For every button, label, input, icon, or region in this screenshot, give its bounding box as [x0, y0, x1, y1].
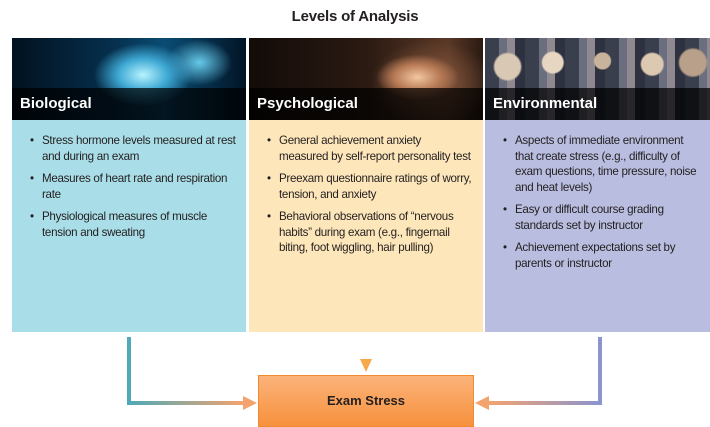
diagram-title: Levels of Analysis — [291, 8, 419, 25]
arrow-from-biological — [127, 337, 257, 410]
panel-label-environmental: Environmental — [485, 88, 710, 120]
brain-scan-photo: Biological — [12, 38, 246, 120]
list-item: Preexam questionnaire ratings of worry, … — [267, 171, 473, 202]
panel-environmental: Environmental Aspects of immediate envir… — [485, 38, 710, 332]
panel-body-biological: Stress hormone levels measured at rest a… — [12, 120, 246, 332]
measures-list: Stress hormone levels measured at rest a… — [30, 133, 236, 240]
panel-biological: Biological Stress hormone levels measure… — [12, 38, 246, 332]
arrow-icon — [243, 396, 257, 410]
list-item: Behavioral observations of “nervous habi… — [267, 209, 473, 256]
panel-label-psychological: Psychological — [249, 88, 483, 120]
list-item: Easy or difficult course grading standar… — [503, 202, 701, 233]
panel-body-psychological: General achievement anxiety measured by … — [249, 120, 483, 332]
measures-list: Aspects of immediate environment that cr… — [503, 133, 701, 271]
list-item: Stress hormone levels measured at rest a… — [30, 133, 236, 164]
list-item: Physiological measures of muscle tension… — [30, 209, 236, 240]
panel-psychological: Psychological General achievement anxiet… — [249, 38, 483, 332]
panel-label-biological: Biological — [12, 88, 246, 120]
list-item: Achievement expectations set by parents … — [503, 240, 701, 271]
exam-stress-box: Exam Stress — [258, 375, 474, 427]
arrow-icon — [360, 359, 372, 372]
list-item: Aspects of immediate environment that cr… — [503, 133, 701, 195]
list-item: Measures of heart rate and respiration r… — [30, 171, 236, 202]
face-photo: Psychological — [249, 38, 483, 120]
panel-body-environmental: Aspects of immediate environment that cr… — [485, 120, 710, 332]
measures-list: General achievement anxiety measured by … — [267, 133, 473, 256]
arrow-from-psychological — [360, 337, 372, 372]
arrow-from-environmental — [475, 337, 602, 410]
list-item: General achievement anxiety measured by … — [267, 133, 473, 164]
crowd-photo: Environmental — [485, 38, 710, 120]
arrow-icon — [475, 396, 489, 410]
